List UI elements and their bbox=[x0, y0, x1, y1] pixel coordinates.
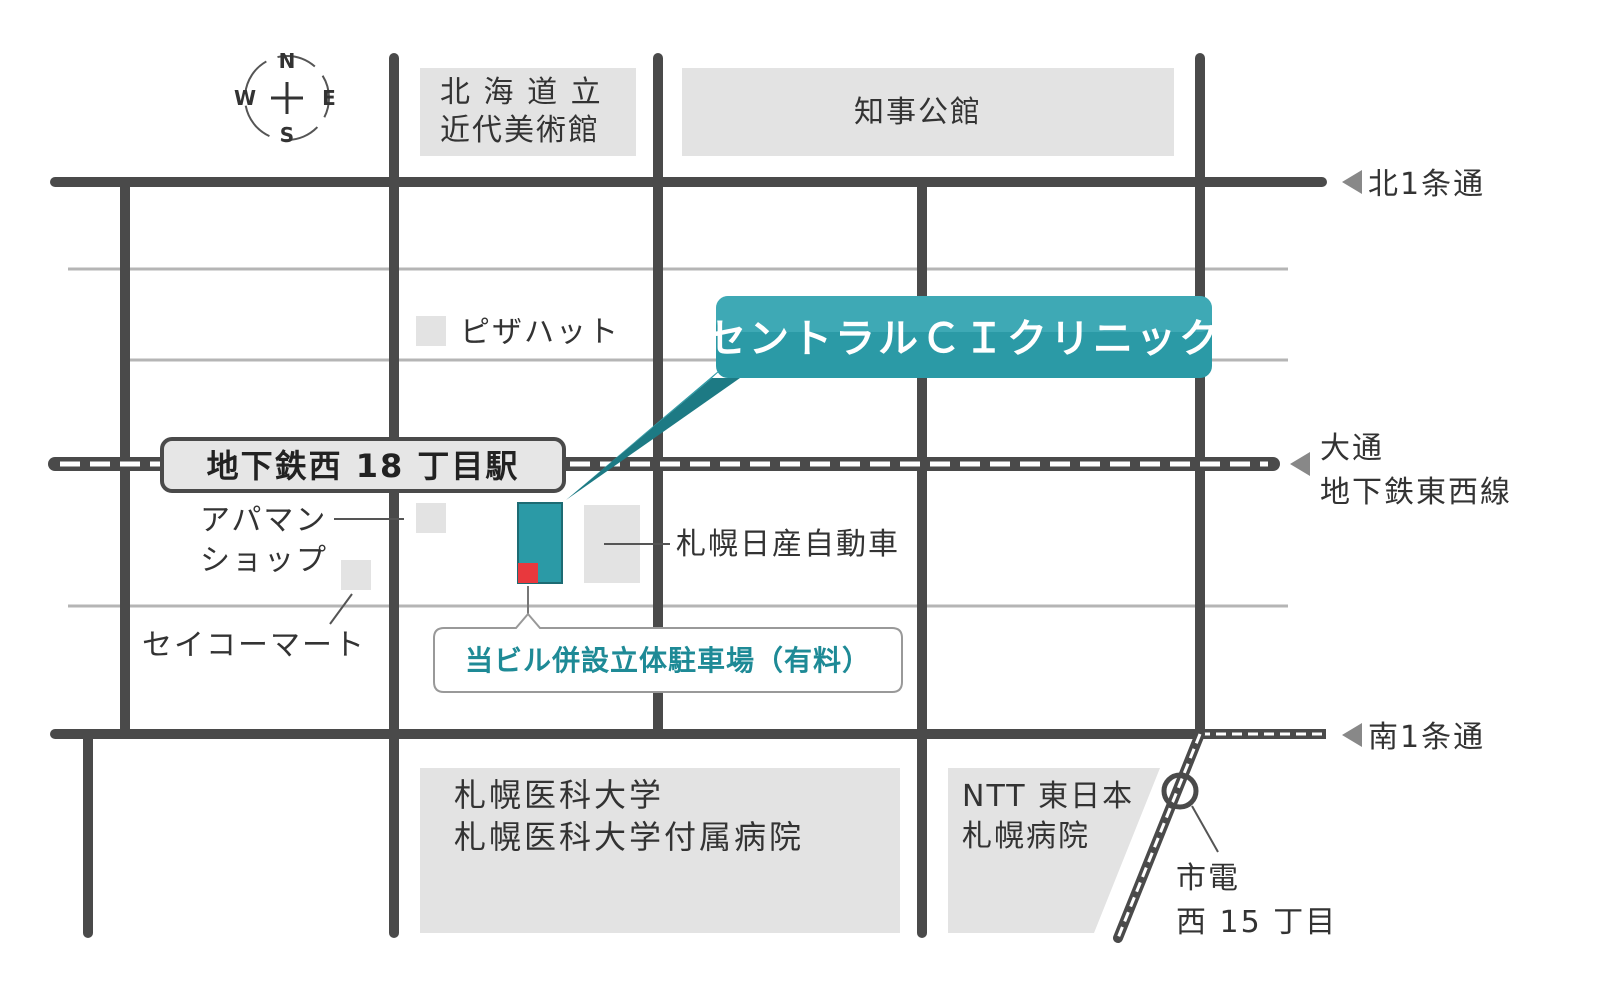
svg-text:S: S bbox=[280, 123, 294, 147]
tram-line-diagonal bbox=[1113, 729, 1205, 943]
tram-stop-icon bbox=[1161, 772, 1199, 810]
apaman-label-line2: ショップ bbox=[200, 543, 328, 578]
clinic-name: セントラルＣＩクリニック bbox=[706, 316, 1222, 362]
clinic-callout-pointer-shade bbox=[566, 378, 740, 500]
apaman-label-line1: アパマン bbox=[200, 503, 327, 538]
tram-stop-label-line2: 西 15 丁目 bbox=[1176, 905, 1337, 940]
subway-arrow-icon bbox=[1290, 452, 1310, 476]
pizza-hut-marker bbox=[416, 316, 446, 346]
museum-label-line2: 近代美術館 bbox=[440, 113, 600, 148]
north1-label: 北1条通 bbox=[1368, 167, 1485, 202]
seicomart-label: セイコーマート bbox=[142, 628, 366, 663]
seicomart-marker bbox=[341, 560, 371, 590]
ntt-label-line1: NTT 東日本 bbox=[962, 779, 1134, 814]
north1-arrow-icon bbox=[1342, 170, 1362, 194]
svg-text:E: E bbox=[322, 86, 336, 110]
tram-stop-leader bbox=[1191, 805, 1219, 853]
museum-block bbox=[420, 68, 636, 156]
tram-stop-label-line1: 市電 bbox=[1176, 861, 1240, 896]
parking-marker bbox=[518, 563, 538, 583]
south1-arrow-icon bbox=[1342, 723, 1362, 747]
svg-text:N: N bbox=[279, 49, 296, 73]
pizza-hut-label: ピザハット bbox=[460, 315, 620, 350]
parking-label-box bbox=[433, 612, 903, 693]
station-label-box bbox=[160, 437, 566, 493]
medical-university-block bbox=[420, 768, 900, 933]
medical-label-line2: 札幌医科大学付属病院 bbox=[454, 818, 804, 856]
nissan-label: 札幌日産自動車 bbox=[676, 527, 900, 562]
clinic-callout-pointer bbox=[566, 356, 736, 500]
governor-residence-block bbox=[682, 68, 1174, 156]
medical-label-line1: 札幌医科大学 bbox=[454, 776, 664, 814]
svg-text:W: W bbox=[234, 86, 256, 110]
museum-label-line1: 北 海 道 立 bbox=[440, 75, 603, 110]
compass-icon: N S W E bbox=[234, 49, 336, 147]
governor-label: 知事公館 bbox=[854, 95, 982, 130]
seicomart-leader bbox=[329, 593, 353, 625]
station-name: 地下鉄西 18 丁目駅 bbox=[207, 447, 520, 485]
subway-label-line1: 大通 bbox=[1320, 431, 1384, 466]
south1-label: 南1条通 bbox=[1368, 720, 1485, 755]
subway-label-line2: 地下鉄東西線 bbox=[1320, 475, 1512, 510]
ntt-label-line2: 札幌病院 bbox=[962, 819, 1090, 854]
parking-name: 当ビル併設立体駐車場（有料） bbox=[465, 644, 871, 677]
ntt-hospital-block bbox=[948, 768, 1160, 933]
apaman-shop-marker bbox=[416, 503, 446, 533]
